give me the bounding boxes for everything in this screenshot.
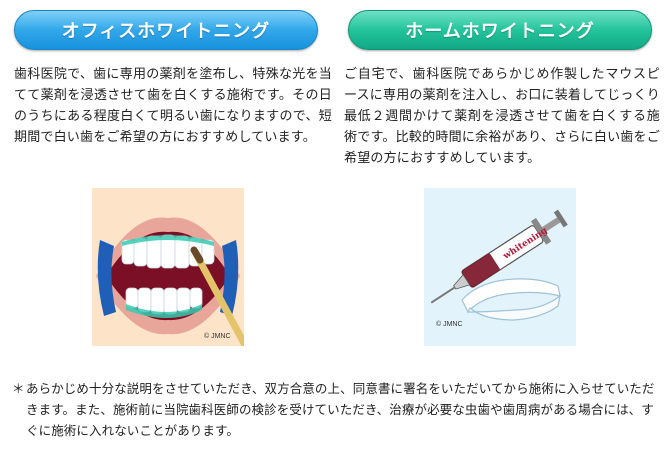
home-copyright-text: © JMNC — [436, 320, 463, 328]
office-whitening-illustration: © JMNC — [92, 188, 244, 346]
home-whitening-description: ご自宅で、歯科医院であらかじめ作製したマウスピースに専用の薬剤を注入し、お口に装… — [344, 67, 660, 166]
footnote-mark: ＊ — [12, 381, 25, 396]
footnote-text: あらかじめ十分な説明をさせていただき、双方合意の上、同意書に署名をいただいてから… — [26, 381, 655, 438]
home-whitening-illustration: whitening © JMNC — [424, 188, 576, 346]
home-whitening-title: ホームホワイトニング — [348, 10, 652, 50]
footnote: ＊ あらかじめ十分な説明をさせていただき、双方合意の上、同意書に署名をいただいて… — [12, 378, 662, 441]
office-whitening-title: オフィスホワイトニング — [14, 10, 318, 50]
office-copyright-text: © JMNC — [204, 332, 231, 340]
office-whitening-description: 歯科医院で、歯に専用の薬剤を塗布し、特殊な光を当てて薬剤を浸透させて歯を白くする… — [14, 67, 332, 145]
